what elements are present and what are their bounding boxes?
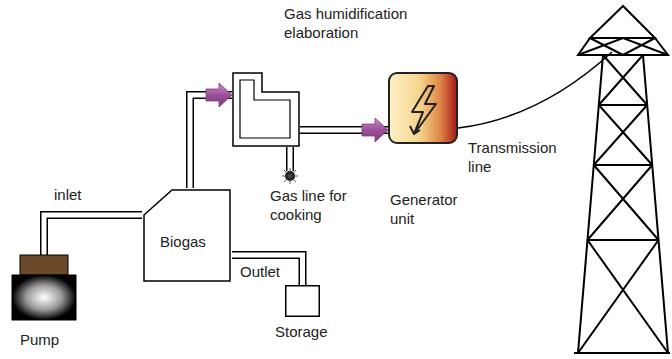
node-outline: [285, 285, 320, 317]
wire-label: Transmission line: [468, 138, 568, 176]
node-caption: Generator unit: [390, 190, 480, 228]
node-outline: [232, 72, 300, 147]
node-outline: [390, 74, 456, 142]
gas-pipe: [232, 255, 303, 285]
tank-label: Biogas: [160, 232, 206, 251]
pylon-brace: [594, 105, 652, 165]
gas-pipe: [44, 215, 142, 255]
pipe-label: inlet: [52, 186, 84, 204]
pipe-wall: [190, 95, 232, 188]
pipe-bore: [44, 215, 142, 255]
generator-box: Generator unit: [388, 72, 458, 144]
pipe-label: Gas line for cooking: [270, 186, 365, 224]
flow-arrowhead: [206, 83, 232, 107]
pump-unit: Pump: [12, 255, 76, 320]
pylon-brace: [599, 55, 647, 105]
transmission-wire: [458, 52, 612, 128]
humidifier-unit: Gas humidification elaboration: [232, 72, 300, 147]
flow-arrowhead: [362, 118, 388, 142]
pipe-bore: [190, 95, 232, 188]
pylon: [574, 6, 670, 353]
cooking-gas-line: [282, 147, 298, 184]
gas-pipe: [190, 83, 232, 188]
unit-heading: Gas humidification elaboration: [284, 4, 414, 42]
pipe-bore: [232, 255, 303, 285]
pylon-brace: [578, 240, 668, 353]
pipe-wall: [44, 215, 142, 255]
pipe-label: Outlet: [238, 263, 282, 281]
node-caption: Storage: [275, 322, 328, 341]
pylon-brace: [587, 165, 658, 240]
node-caption: Pump: [20, 330, 59, 349]
gas-pipe: [300, 118, 388, 142]
digester-tank: Biogas: [142, 188, 232, 283]
node-outline: [12, 255, 76, 320]
pipe-wall: [232, 255, 303, 285]
storage-box: Storage: [285, 285, 320, 317]
